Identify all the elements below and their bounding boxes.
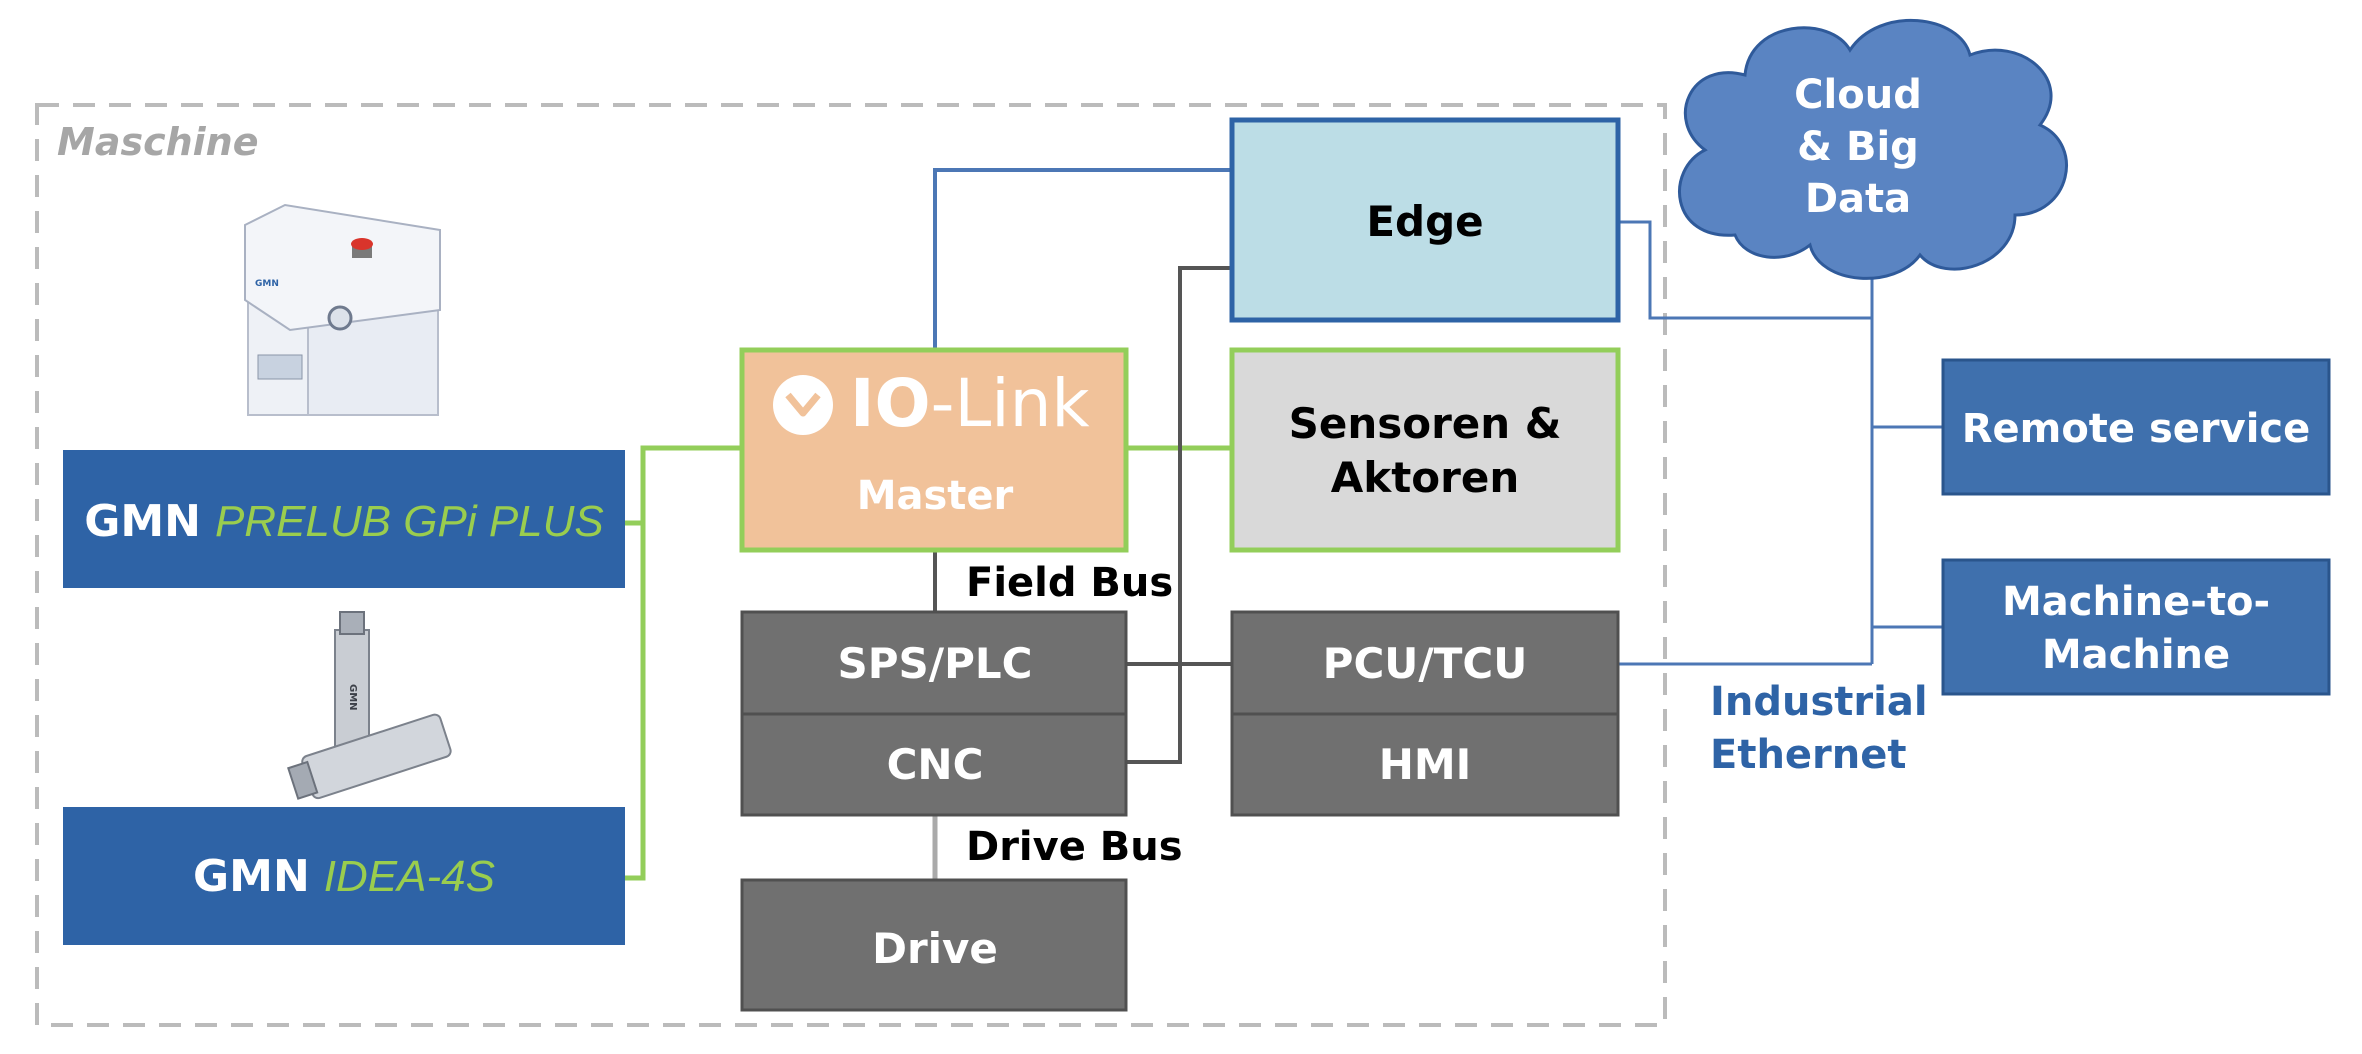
io-link-logo-text: IO-Link [850,365,1090,442]
pcu-box [1230,610,1620,716]
cloud-label-line1: Cloud [1794,72,1922,118]
hmi-box [1230,712,1620,817]
cnc-box [740,712,1128,817]
edge-label: Edge [1366,197,1483,246]
io-link-logo-icon [773,375,833,435]
edge-box [1229,117,1621,323]
prelub-box [63,450,625,588]
pcu-label: PCU/TCU [1323,639,1528,688]
machine-boundary [35,103,1667,1027]
sensor-cylinder-icon: GMN [287,611,452,800]
network-label-line1: Industrial [1710,679,1928,725]
remote-service-box [1941,358,2331,496]
drive-label: Drive [872,924,998,973]
sensors-label-line1: Sensoren & [1289,399,1562,448]
cloud-label-line2: & Big [1797,124,1919,170]
cloud-icon [1678,18,2068,280]
drive-bus-label: Drive Bus [966,824,1183,870]
industrial-ethernet-lines [1618,220,1943,666]
io-link-master-label: Master [857,473,1014,519]
svg-text:GMN: GMN [347,684,358,711]
hmi-label: HMI [1379,740,1472,789]
field-bus-label: Field Bus [966,560,1173,606]
lubrication-unit-icon: GMN [244,203,441,416]
svg-text:GMN: GMN [255,279,279,289]
cnc-label: CNC [887,740,984,789]
machine-label: Maschine [57,120,259,164]
idea-box [63,807,625,945]
sensors-label-line2: Aktoren [1331,453,1519,502]
master-edge-link [933,168,1232,350]
drive-box [740,878,1128,1012]
controller-connections [1126,266,1232,764]
cloud-label-line3: Data [1805,176,1911,222]
network-label-line2: Ethernet [1710,732,1907,778]
m2m-box [1941,558,2331,696]
plc-label: SPS/PLC [838,639,1033,688]
m2m-label-line1: Machine-to- [2002,579,2270,625]
plc-box [740,610,1128,716]
sensors-actuators-box [1229,347,1621,553]
m2m-label-line2: Machine [2042,632,2230,678]
remote-service-label: Remote service [1962,406,2311,452]
